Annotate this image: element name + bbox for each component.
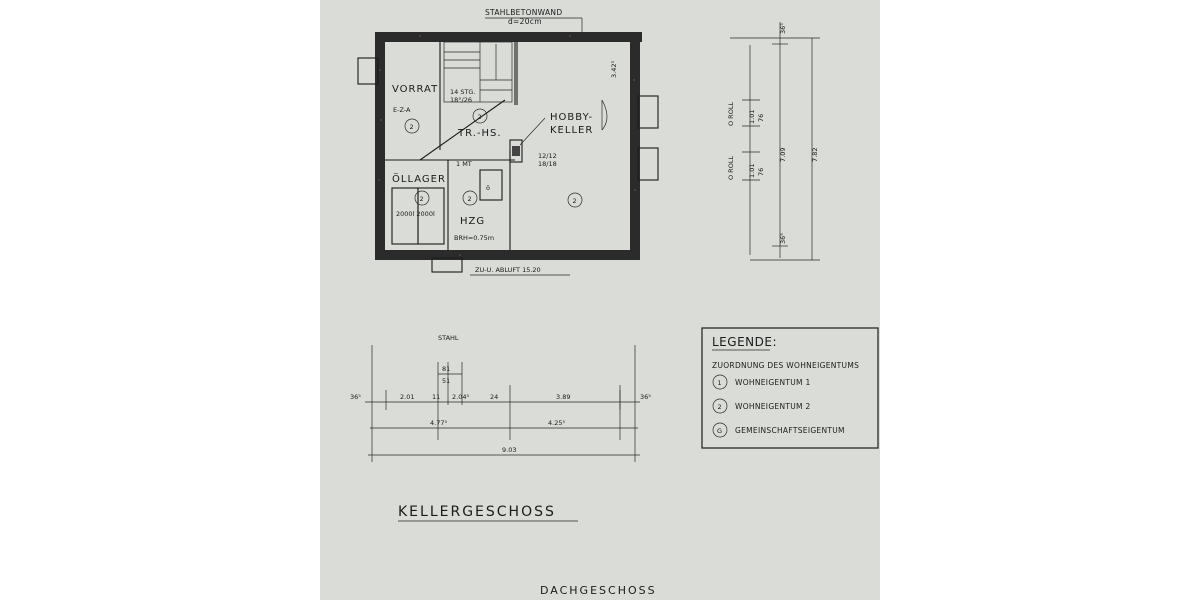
stair-ratio-note: 18°/26 — [450, 96, 472, 104]
room-marker-hzg — [462, 190, 478, 206]
room-marker-oellager — [414, 190, 430, 206]
dim-right-a1: 1.01 — [748, 110, 756, 124]
dim-bottom-left: 36⁵ — [350, 393, 361, 401]
legend-item-g: GEMEINSCHAFTSEIGENTUM — [735, 426, 845, 435]
room-height-note: 3.42⁵ — [610, 61, 618, 78]
floor-plan-drawing: STAHLBETONWAND d=20cm — [350, 8, 879, 597]
dim-right-top: 36⁵ — [779, 23, 787, 34]
dim-right-roll-2: O ROLL — [727, 156, 735, 180]
room-marker-hobby — [567, 192, 583, 208]
window-note-2: 18/18 — [538, 160, 557, 168]
dim-bottom-m1: 4.77⁵ — [430, 419, 447, 427]
room-label-hobby-2: KELLER — [550, 125, 593, 136]
legend-item-2: WOHNEIGENTUM 2 — [735, 402, 811, 411]
dim-bottom-right: 36⁵ — [640, 393, 651, 401]
tank-note: 2000l 2000l — [396, 210, 435, 218]
svg-text:ö: ö — [486, 184, 490, 192]
dim-right-a2: 76 — [757, 114, 765, 122]
room-label-treppe: TR.-HS. — [457, 128, 502, 139]
room-marker-text: 2 — [468, 195, 472, 203]
room-note-vorrat: E-Z-A — [393, 106, 411, 114]
window-note-1: 12/12 — [538, 152, 557, 160]
room-marker-treppe — [472, 108, 488, 124]
legend-box: LEGENDE: ZUORDNUNG DES WOHNEIGENTUMS 1 W… — [701, 327, 879, 449]
room-marker-text: 2 — [410, 123, 414, 131]
room-label-vorrat: VORRAT — [392, 84, 438, 95]
floor-plan: ö — [357, 32, 659, 273]
dim-bottom-s5: 3.89 — [556, 393, 570, 401]
dim-bottom-s1: 2.01 — [400, 393, 414, 401]
dim-right-roll-1: O ROLL — [727, 102, 735, 126]
dim-81: 81 — [442, 365, 450, 373]
legend-symbol-2 — [712, 398, 728, 414]
legend-subtitle: ZUORDNUNG DES WOHNEIGENTUMS — [712, 361, 859, 370]
dim-steel-note: STAHL — [438, 334, 459, 342]
room-marker-text: 2 — [573, 197, 577, 205]
legend-symbol-text: 1 — [718, 379, 722, 387]
door-note: 1 MT — [456, 160, 472, 168]
legend-symbol-text: 2 — [718, 403, 722, 411]
next-floor-title: DACHGESCHOSS — [540, 584, 657, 597]
dim-bottom-s4: 24 — [490, 393, 498, 401]
legend-title: LEGENDE: — [712, 335, 777, 349]
room-marker-text: 2 — [420, 195, 424, 203]
legend-symbol-g — [712, 422, 728, 438]
bottom-dimension-chain — [365, 345, 640, 462]
ventilation-note: ZU-U. ABLUFT 15.20 — [475, 266, 541, 274]
dim-right-b1: 1.01 — [748, 164, 756, 178]
dim-right-total: 7.82 — [811, 148, 819, 162]
right-dimension-chain — [730, 22, 820, 261]
dim-bottom-total: 9.03 — [502, 446, 516, 454]
room-marker-text: 2 — [478, 113, 482, 121]
dim-right-c: 7.09 — [779, 148, 787, 162]
room-label-hzg: HZG — [460, 216, 485, 227]
dim-bottom-s3: 2.04⁵ — [452, 393, 469, 401]
legend-symbol-1 — [712, 374, 728, 390]
drawing-sheet: STAHLBETONWAND d=20cm — [320, 0, 880, 600]
wall-note: STAHLBETONWAND — [485, 8, 562, 17]
wall-thickness-note: d=20cm — [508, 17, 542, 26]
dim-bottom-m2: 4.25⁵ — [548, 419, 565, 427]
dim-51: 51 — [442, 377, 450, 385]
dim-right-b2: 76 — [757, 168, 765, 176]
room-marker-vorrat — [404, 118, 420, 134]
sill-height-note: BRH=0.75m — [454, 234, 494, 242]
dim-right-bottom: 36⁵ — [779, 233, 787, 244]
room-label-oellager: ÖLLAGER — [392, 172, 446, 185]
floor-title: KELLERGESCHOSS — [398, 504, 556, 520]
legend-symbol-text: G — [717, 427, 722, 435]
legend-item-1: WOHNEIGENTUM 1 — [735, 378, 811, 387]
room-label-hobby-1: HOBBY- — [550, 112, 593, 123]
dim-bottom-s2: 11 — [432, 393, 440, 401]
stair-steps-note: 14 STG. — [450, 88, 476, 96]
